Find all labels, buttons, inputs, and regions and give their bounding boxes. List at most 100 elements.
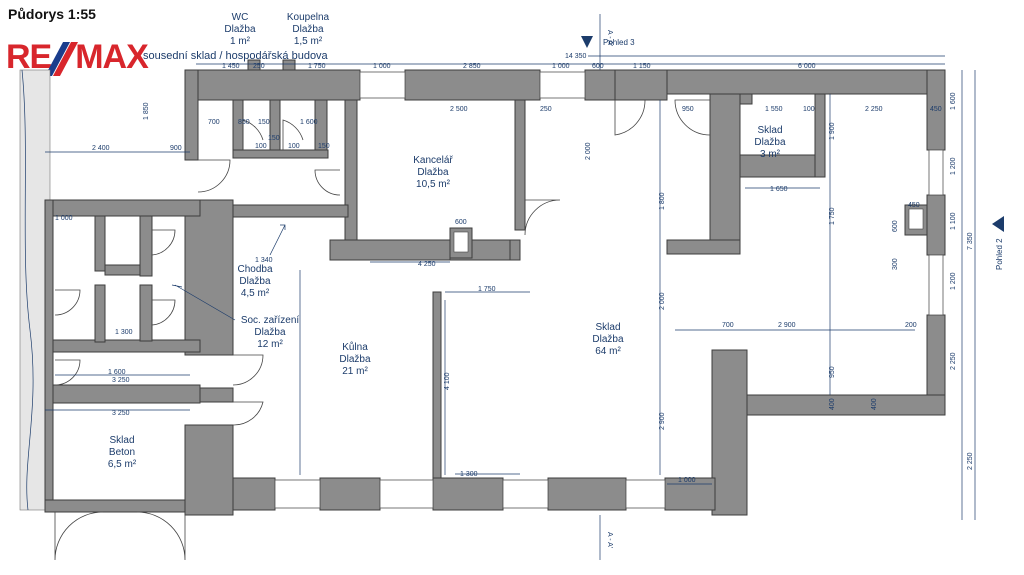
room-koupelna: Koupelna Dlažba 1,5 m²: [287, 12, 330, 47]
svg-text:700: 700: [722, 322, 734, 329]
svg-text:700: 700: [208, 119, 220, 126]
room-soc-zarizeni: Soc. zařízení Dlažba 12 m²: [241, 315, 300, 350]
svg-text:1 000: 1 000: [678, 477, 696, 484]
svg-text:3 250: 3 250: [112, 377, 130, 384]
svg-text:1 m²: 1 m²: [230, 36, 251, 47]
svg-text:900: 900: [170, 145, 182, 152]
svg-text:Kůlna: Kůlna: [342, 341, 368, 353]
svg-text:1 200: 1 200: [950, 157, 957, 175]
svg-text:1 850: 1 850: [143, 102, 150, 120]
svg-text:2 500: 2 500: [450, 106, 468, 113]
top-dimensions: 1 450 250 1 750 1 000 2 850 1 000 600 1 …: [222, 63, 816, 70]
svg-text:450: 450: [930, 106, 942, 113]
svg-text:850: 850: [238, 119, 250, 126]
neighbor-building-label: sousední sklad / hospodářská budova: [143, 50, 328, 62]
svg-text:7 350: 7 350: [967, 232, 974, 250]
room-sklad-big: Sklad Dlažba 64 m²: [592, 322, 624, 357]
svg-text:1 000: 1 000: [552, 63, 570, 70]
svg-text:100: 100: [255, 143, 267, 150]
logo-re-text: RE: [6, 37, 52, 76]
svg-text:Koupelna: Koupelna: [287, 12, 330, 23]
svg-text:200: 200: [905, 322, 917, 329]
svg-text:1 650: 1 650: [770, 186, 788, 193]
svg-text:1 100: 1 100: [950, 212, 957, 230]
svg-text:1 450: 1 450: [222, 63, 240, 70]
svg-text:1 750: 1 750: [308, 63, 326, 70]
section-marker-bottom: A - A': [606, 532, 613, 548]
svg-text:1 800: 1 800: [659, 192, 666, 210]
svg-text:Sklad: Sklad: [109, 435, 134, 446]
svg-text:950: 950: [829, 366, 836, 378]
right-dimensions: 1 600 1 200 1 100 1 200 7 350 2 250 2 25…: [950, 92, 974, 470]
svg-text:300: 300: [892, 258, 899, 270]
svg-text:1 900: 1 900: [829, 122, 836, 140]
svg-text:1 300: 1 300: [115, 329, 133, 336]
svg-text:1,5 m²: 1,5 m²: [294, 36, 323, 47]
svg-text:21 m²: 21 m²: [342, 366, 368, 377]
view2-marker: Pohled 2: [992, 216, 1004, 270]
svg-text:Kancelář: Kancelář: [413, 155, 453, 166]
svg-text:1 150: 1 150: [633, 63, 651, 70]
remax-logo: RE MAX: [6, 37, 149, 76]
svg-text:4 250: 4 250: [418, 261, 436, 268]
svg-text:2 400: 2 400: [92, 145, 110, 152]
svg-text:450: 450: [908, 202, 920, 209]
svg-text:1 000: 1 000: [55, 215, 73, 222]
svg-text:150: 150: [318, 143, 330, 150]
svg-text:100: 100: [803, 106, 815, 113]
svg-text:2 900: 2 900: [659, 412, 666, 430]
svg-text:4,5 m²: 4,5 m²: [241, 288, 270, 299]
misc-dimensions: 1 850 2 400 900 700 850 150 1 600 150 10…: [55, 102, 942, 484]
svg-text:250: 250: [540, 106, 552, 113]
svg-text:950: 950: [682, 106, 694, 113]
svg-text:3 250: 3 250: [112, 410, 130, 417]
svg-text:3 m²: 3 m²: [760, 149, 781, 160]
room-sklad-beton: Sklad Beton 6,5 m²: [108, 435, 137, 470]
svg-text:1 750: 1 750: [478, 286, 496, 293]
logo-max-text: MAX: [75, 37, 149, 76]
svg-text:1 300: 1 300: [460, 471, 478, 478]
svg-text:6,5 m²: 6,5 m²: [108, 459, 137, 470]
svg-text:2 900: 2 900: [778, 322, 796, 329]
svg-text:1 340: 1 340: [255, 257, 273, 264]
svg-text:6 000: 6 000: [798, 63, 816, 70]
svg-text:2 250: 2 250: [865, 106, 883, 113]
svg-text:2 000: 2 000: [585, 142, 592, 160]
svg-text:150: 150: [268, 135, 280, 142]
svg-text:4 100: 4 100: [444, 372, 451, 390]
svg-text:Dlažba: Dlažba: [239, 276, 271, 287]
svg-text:12 m²: 12 m²: [257, 339, 283, 350]
svg-text:250: 250: [253, 63, 265, 70]
svg-text:1 000: 1 000: [373, 63, 391, 70]
svg-text:2 250: 2 250: [950, 352, 957, 370]
svg-text:64 m²: 64 m²: [595, 346, 621, 357]
svg-text:1 550: 1 550: [765, 106, 783, 113]
svg-text:1 600: 1 600: [950, 92, 957, 110]
svg-text:1 750: 1 750: [829, 207, 836, 225]
svg-text:Pohled 3: Pohled 3: [603, 38, 635, 47]
svg-text:600: 600: [892, 220, 899, 232]
svg-text:Soc. zařízení: Soc. zařízení: [241, 315, 300, 326]
svg-text:Dlažba: Dlažba: [417, 167, 449, 178]
svg-text:2 250: 2 250: [967, 452, 974, 470]
svg-text:400: 400: [829, 398, 836, 410]
svg-text:2 850: 2 850: [463, 63, 481, 70]
svg-text:Dlažba: Dlažba: [592, 334, 624, 345]
svg-text:Dlažba: Dlažba: [339, 354, 371, 365]
svg-text:Dlažba: Dlažba: [754, 137, 786, 148]
svg-text:A - A': A - A': [606, 30, 613, 46]
svg-text:150: 150: [258, 119, 270, 126]
svg-text:Dlažba: Dlažba: [292, 24, 324, 35]
svg-text:Dlažba: Dlažba: [224, 24, 256, 35]
svg-text:1 600: 1 600: [300, 119, 318, 126]
dim-overall: 14 350: [565, 53, 587, 60]
svg-text:Dlažba: Dlažba: [254, 327, 286, 338]
svg-text:Beton: Beton: [109, 447, 135, 458]
svg-text:1 200: 1 200: [950, 272, 957, 290]
svg-text:Chodba: Chodba: [237, 264, 272, 275]
svg-text:10,5 m²: 10,5 m²: [416, 179, 451, 190]
svg-text:Sklad: Sklad: [595, 322, 620, 333]
svg-text:600: 600: [592, 63, 604, 70]
room-wc: WC Dlažba 1 m²: [224, 12, 256, 47]
